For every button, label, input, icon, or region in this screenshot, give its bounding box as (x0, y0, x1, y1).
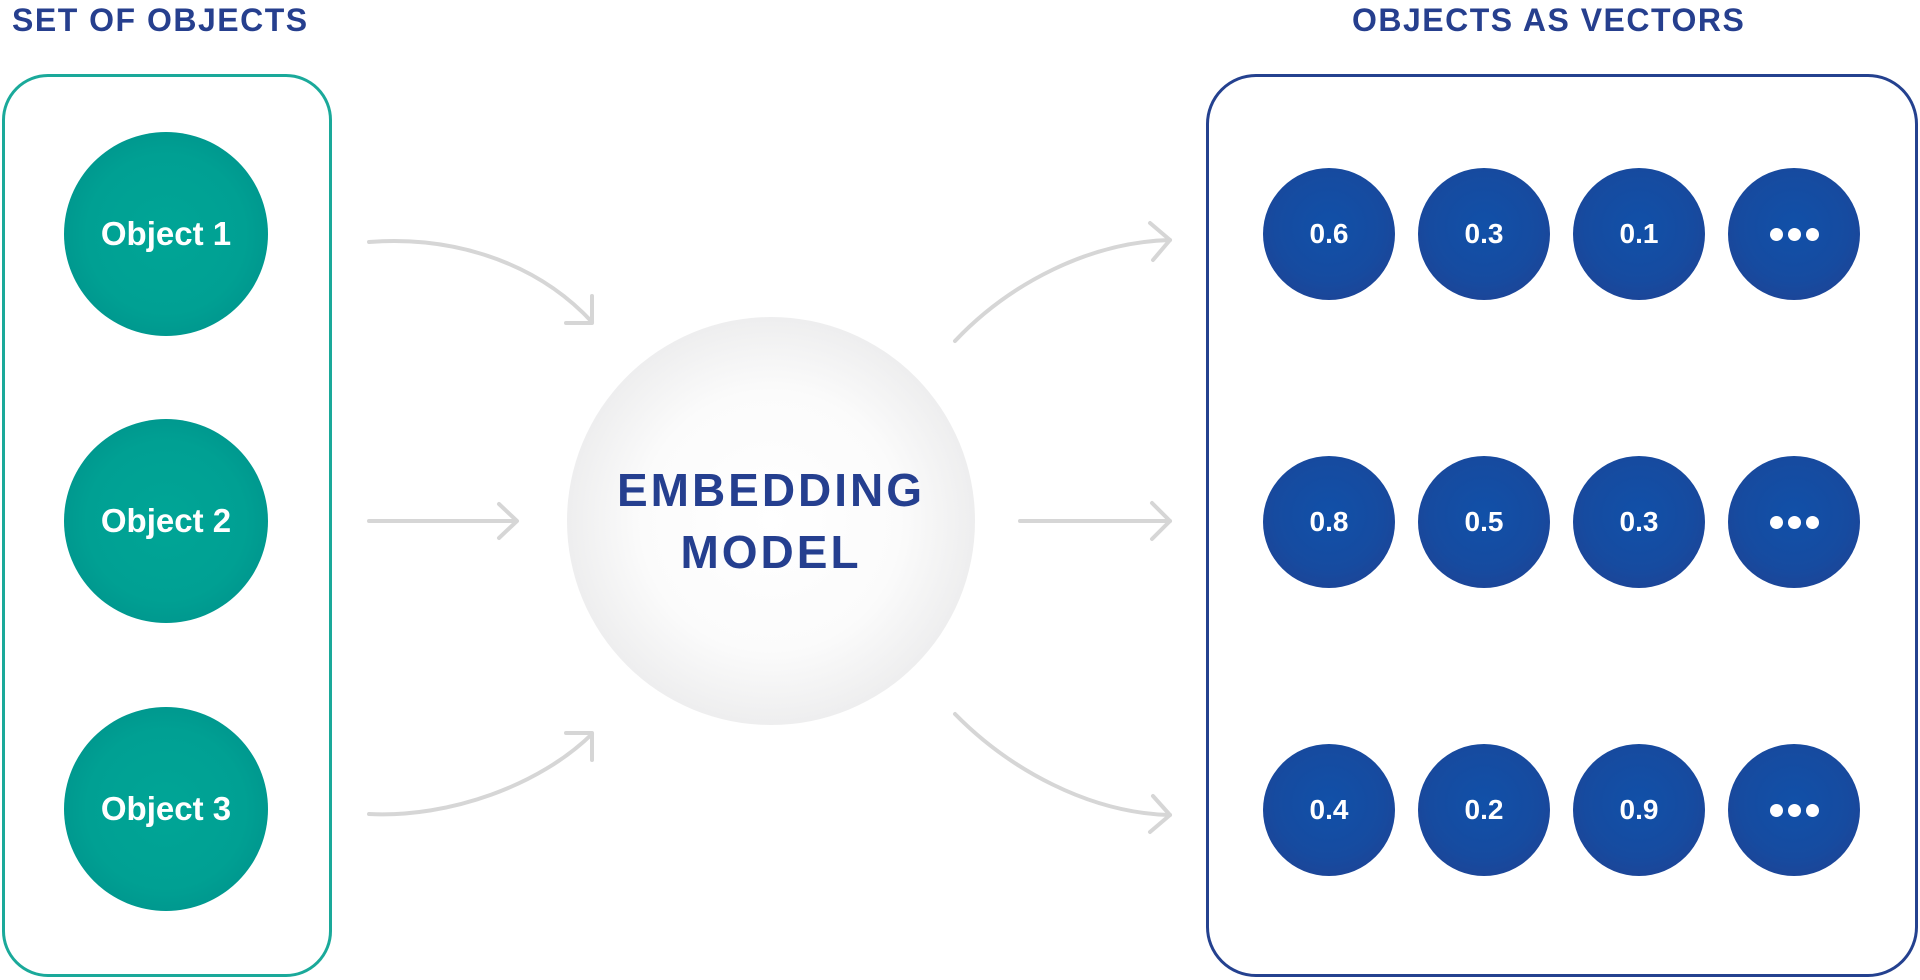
model-label-line1: EMBEDDING (616, 464, 926, 516)
vector-value: 0.6 (1263, 168, 1395, 300)
vector-value-text: 0.8 (1309, 506, 1349, 537)
model-label-line2: MODEL (680, 526, 862, 578)
vector-value-text: 0.6 (1309, 218, 1349, 249)
arrow-model-to-vector3 (953, 712, 1172, 834)
objects-as-vectors-title: OBJECTS AS VECTORS (1352, 2, 1746, 38)
vector-value: 0.4 (1263, 744, 1395, 876)
more-icon (1769, 803, 1819, 817)
object-2-node: Object 2 (64, 419, 268, 623)
object-1-node: Object 1 (64, 132, 268, 336)
embedding-model-node: EMBEDDING MODEL (567, 317, 975, 725)
vector-value-text: 0.3 (1619, 506, 1659, 537)
vector-value: 0.1 (1573, 168, 1705, 300)
vector-value-text: 0.4 (1309, 794, 1349, 825)
object-3-node: Object 3 (64, 707, 268, 911)
vector-ellipsis (1728, 744, 1860, 876)
vector-value-text: 0.2 (1464, 794, 1504, 825)
vector-value-text: 0.1 (1619, 218, 1659, 249)
arrow-object1-to-model (367, 238, 594, 325)
vector-value: 0.5 (1418, 456, 1550, 588)
vector-value: 0.3 (1418, 168, 1550, 300)
arrow-model-to-vector2 (1018, 501, 1172, 541)
arrow-object2-to-model (367, 502, 519, 540)
vector-value-text: 0.5 (1464, 506, 1504, 537)
arrow-model-to-vector1 (953, 221, 1172, 343)
vector-value: 0.8 (1263, 456, 1395, 588)
more-icon (1769, 227, 1819, 241)
vector-value-text: 0.9 (1619, 794, 1659, 825)
vector-ellipsis (1728, 456, 1860, 588)
vector-value: 0.9 (1573, 744, 1705, 876)
vector-ellipsis (1728, 168, 1860, 300)
set-of-objects-title: SET OF OBJECTS (12, 2, 309, 38)
vector-value-text: 0.3 (1464, 218, 1504, 249)
arrow-object3-to-model (367, 731, 594, 817)
object-label: Object 2 (100, 502, 232, 539)
vector-value: 0.2 (1418, 744, 1550, 876)
object-label: Object 1 (100, 215, 232, 252)
object-label: Object 3 (100, 790, 232, 827)
more-icon (1769, 515, 1819, 529)
vector-value: 0.3 (1573, 456, 1705, 588)
